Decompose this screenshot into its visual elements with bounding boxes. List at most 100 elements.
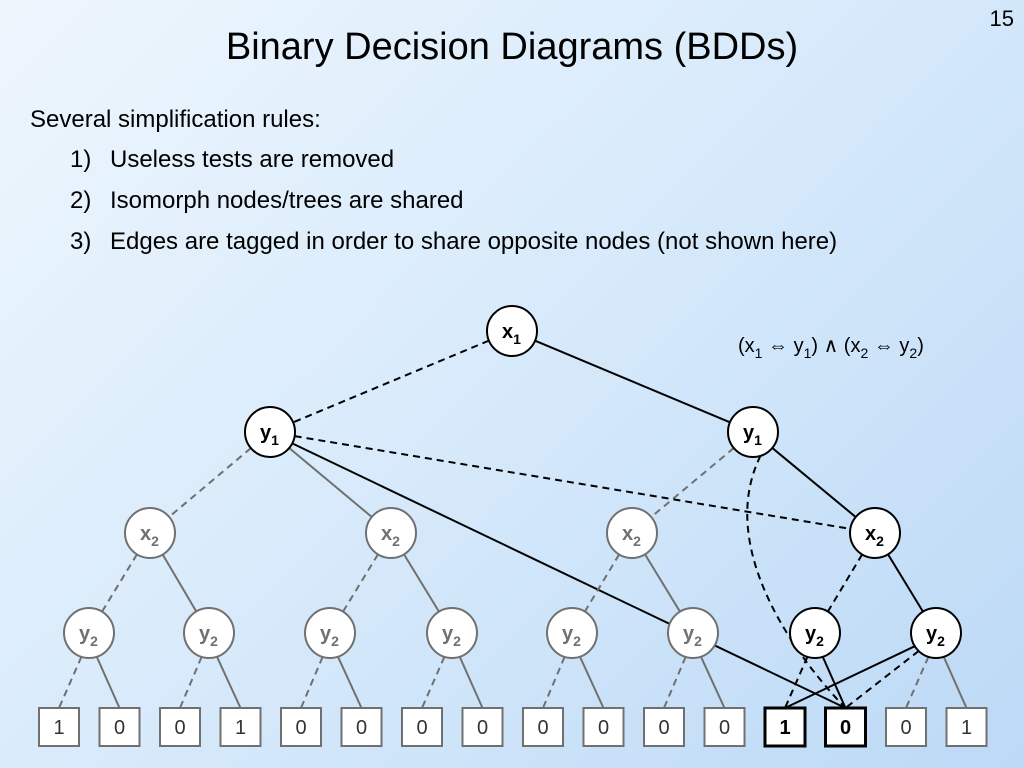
leaf-label: 1 [779,717,790,739]
node-label: x1 [502,321,521,347]
leaf-node: 1 [219,707,262,747]
edge-x1-y1b [534,339,731,424]
node-label: y2 [805,623,824,649]
node-circle [365,507,417,559]
leaf-node: 0 [340,707,383,747]
edge-y2h-leaf-13 [844,650,920,709]
node-circle [304,607,356,659]
edge-y2b-leaf-2 [179,656,203,709]
leaf-label: 0 [295,717,306,739]
edge-x1-y1a [292,339,490,424]
leaf-box [219,707,262,747]
rule-number: 3) [70,228,92,255]
node-x2c: x2 [606,507,658,559]
leaf-node: 0 [582,707,625,747]
leaf-node: 0 [159,707,201,747]
leaf-label: 0 [537,717,548,739]
edge-x2d-y2h [887,553,924,613]
node-label: x2 [381,523,400,549]
leaf-label: 0 [840,717,851,739]
node-y2b: y2 [183,607,235,659]
intro-text: Several simplification rules: [30,106,321,133]
node-label: y1 [260,422,279,448]
leaf-node: 1 [38,707,80,747]
edge-y2a-leaf-0 [58,656,83,709]
leaf-box [703,707,746,747]
leaf-node: 0 [280,707,322,747]
rule-item: 1)Useless tests are removed [70,146,837,187]
slide-number: 15 [989,6,1014,31]
leaf-label: 0 [356,717,367,739]
edge-y1a-leaf-13 [291,442,846,709]
node-label: y2 [683,623,702,649]
leaf-box [643,707,685,747]
rule-text: Useless tests are removed [110,146,395,173]
rule-item: 3) Edges are tagged in order to share opp… [70,228,837,269]
edge-y2e-leaf-8 [542,656,566,709]
leaf-node: 0 [461,707,504,747]
edges-layer [58,339,968,709]
edge-y1a-x2b [288,447,373,518]
leaf-box [945,707,988,747]
edge-y2d-leaf-6 [421,656,446,709]
edge-x2a-y2a [101,553,138,613]
node-circle [667,607,719,659]
leaf-node: 1 [763,706,807,748]
edge-y2g-leaf-12 [784,656,809,709]
leaf-node: 0 [643,707,685,747]
node-y2e: y2 [546,607,598,659]
leaf-box [38,707,80,747]
node-circle [606,507,658,559]
edge-y2d-leaf-7 [458,656,484,709]
leaf-box [582,707,625,747]
edge-y1b-x2c [650,447,735,518]
node-x1: x1 [486,305,538,357]
leaf-label: 0 [174,717,185,739]
node-circle [244,406,296,458]
edge-y2e-leaf-9 [579,656,605,709]
edge-y1a-x2d [294,435,851,530]
node-label: y2 [926,623,945,649]
leaf-box [98,707,141,747]
node-x2d: x2 [849,507,901,559]
node-label: y2 [199,623,218,649]
leaf-node: 1 [945,707,988,747]
leaf-label: 0 [416,717,427,739]
edge-x2a-y2b [161,554,198,612]
leaf-box [159,707,201,747]
leaf-box [763,706,807,748]
leaf-box [885,707,927,747]
node-y2h: y2 [910,607,962,659]
leaf-label: 0 [477,717,488,739]
node-label: y2 [442,623,461,649]
slide-title: Binary Decision Diagrams (BDDs) [225,26,799,68]
rule-text: Edges are tagged in order to share oppos… [110,228,838,255]
node-circle [546,607,598,659]
edge-y1b-leaf-13 [746,455,847,709]
leaf-node: 0 [98,707,141,747]
rule-item: 2)Isomorph nodes/trees are shared [70,187,837,228]
edge-y2c-leaf-5 [337,656,363,709]
node-circle [183,607,235,659]
edge-x2b-y2c [342,553,379,613]
edge-y2h-leaf-14 [905,656,930,709]
node-y2c: y2 [304,607,356,659]
rule-text: Isomorph nodes/trees are shared [110,187,464,214]
node-label: y1 [743,422,762,448]
node-circle [486,305,538,357]
edge-y1a-x2a [168,447,252,518]
node-x2b: x2 [365,507,417,559]
node-circle [789,607,841,659]
leaf-node: 0 [703,707,746,747]
edge-x2c-y2e [584,553,620,613]
edge-x2b-y2d [403,553,440,613]
leaf-label: 0 [114,717,125,739]
leaf-label: 1 [235,717,246,739]
leaf-label: 0 [900,717,911,739]
leaf-node: 0 [522,707,564,747]
node-label: y2 [79,623,98,649]
node-x2a: x2 [124,507,176,559]
